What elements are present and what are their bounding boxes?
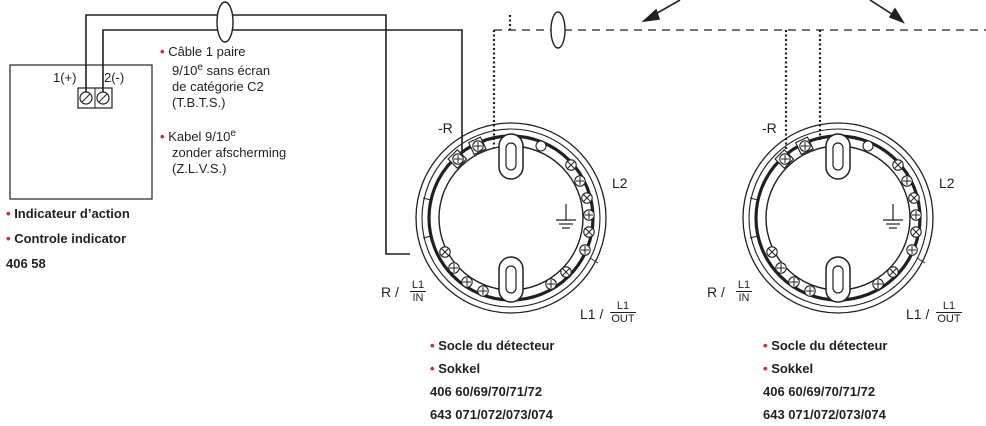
- indicator-label-nl: • Controle indicator: [6, 231, 127, 246]
- base2-l1-slash: L1 /: [906, 306, 930, 322]
- cable-sheath-marker: [216, 1, 234, 43]
- cable-desc-nl: • Kabel 9/10e zonder afscherming (Z.L.V.…: [160, 128, 287, 176]
- detector-base-2: [743, 123, 933, 313]
- indicator-label-fr: • Indicateur d’action: [6, 206, 130, 221]
- cable-solid: [85, 14, 463, 255]
- cable-desc-fr: • Câble 1 paire 9/10e sans écran de caté…: [160, 44, 271, 110]
- cable-sheath-marker-2: [550, 11, 566, 49]
- base1-minus-r: -R: [438, 120, 453, 136]
- detector-base-1: [416, 123, 606, 313]
- base1-r-slash: R /: [381, 284, 399, 300]
- base2-l2: L2: [939, 175, 955, 191]
- arrow-right: [869, 0, 905, 24]
- indicator-box: [9, 64, 153, 200]
- indicator-ref: 406 58: [6, 256, 46, 271]
- socket1-caption: • Socle du détecteur • Sokkel 406 60/69/…: [430, 338, 555, 422]
- base2-r-slash: R /: [707, 284, 725, 300]
- terminal-plus-label: 1(+): [53, 70, 77, 85]
- terminal-minus-label: 2(-): [104, 70, 125, 85]
- base1-l2: L2: [612, 175, 628, 191]
- base2-minus-r: -R: [762, 120, 777, 136]
- wires-dotted: [492, 15, 822, 152]
- base1-l1-slash: L1 /: [580, 306, 604, 322]
- socket2-caption: • Socle du détecteur • Sokkel 406 60/69/…: [763, 338, 888, 422]
- arrow-left: [641, 0, 681, 23]
